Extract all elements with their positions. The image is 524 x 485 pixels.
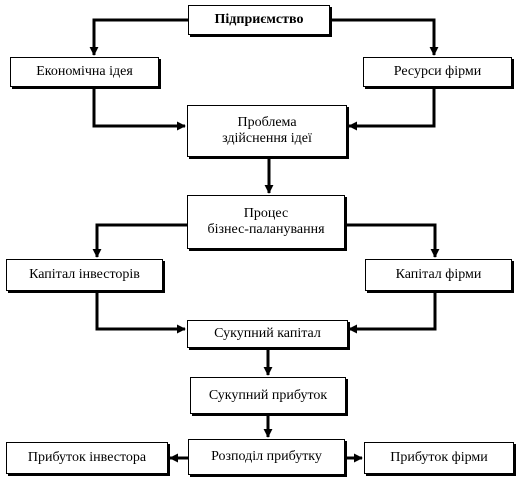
node-total-profit: Сукупний прибуток <box>190 377 346 414</box>
node-firm-resources: Ресурси фірми <box>363 57 512 87</box>
node-total-capital: Сукупний капітал <box>187 320 348 348</box>
node-economic-idea: Економічна ідея <box>10 57 159 87</box>
arrow-economic-idea-to-problem <box>92 87 186 131</box>
arrow-planning-to-firm-capital <box>345 223 440 258</box>
node-firm-capital: Капітал фірми <box>365 259 512 291</box>
node-business-planning: Процес бізнес-паланування <box>187 195 345 249</box>
arrow-firm-capital-to-total-capital <box>348 291 437 334</box>
node-investor-capital: Капітал інвесторів <box>6 259 163 291</box>
node-firm-profit: Прибуток фірми <box>364 442 514 474</box>
node-enterprise: Підприємство <box>188 5 330 35</box>
node-investor-profit: Прибуток інвестора <box>6 442 168 474</box>
arrow-firm-resources-to-problem <box>348 87 436 131</box>
arrow-investor-capital-to-total-capital <box>95 291 186 334</box>
arrow-planning-to-investor-capital <box>92 223 188 258</box>
arrow-enterprise-to-firm-resources <box>330 18 439 56</box>
arrow-enterprise-to-economic-idea <box>89 18 188 56</box>
node-implementation-problem: Проблема здійснення ідеї <box>187 105 347 157</box>
node-profit-distribution: Розподіл прибутку <box>188 439 345 475</box>
